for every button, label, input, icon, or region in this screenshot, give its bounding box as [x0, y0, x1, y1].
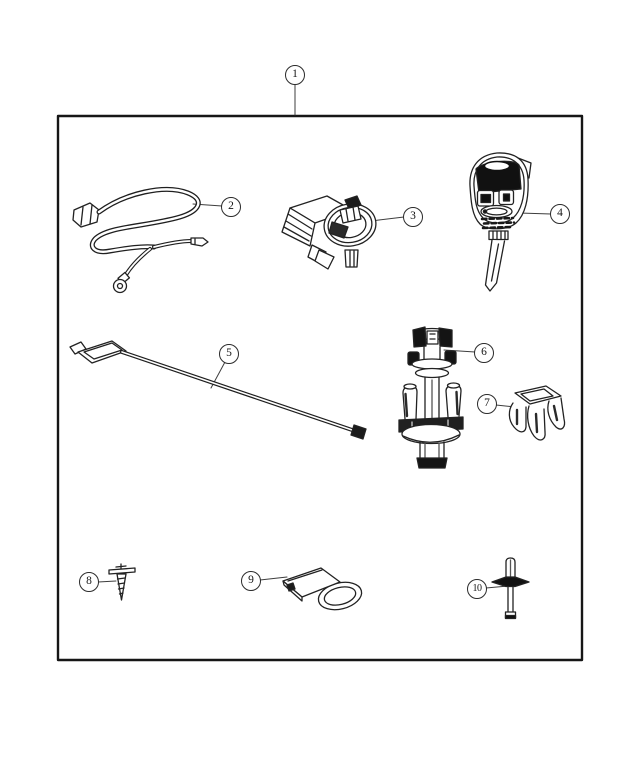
wiring-harness-drawing [72, 187, 209, 294]
kit-outline-box [56, 114, 584, 662]
callout-3-number: 3 [410, 210, 416, 223]
leader-line-9 [259, 576, 288, 581]
callout-5-number: 5 [226, 347, 232, 360]
callout-4-number: 4 [557, 207, 563, 220]
leader-line-8 [97, 580, 117, 583]
remote-key-drawing [469, 152, 532, 292]
callout-9: 9 [241, 571, 261, 591]
callout-2-number: 2 [228, 200, 234, 213]
leader-line-4 [518, 212, 552, 215]
callout-1-number: 1 [292, 68, 298, 81]
callout-7-number: 7 [484, 397, 490, 410]
label-with-ring-drawing [282, 567, 363, 611]
callout-3: 3 [403, 207, 423, 227]
antenna-rod-drawing [69, 340, 367, 440]
callout-6-number: 6 [481, 346, 487, 359]
screw-drawing [108, 563, 136, 601]
callout-6: 6 [474, 343, 494, 363]
callout-8-number: 8 [86, 575, 92, 588]
clip-switch-drawing [508, 385, 566, 441]
module-with-antenna-ring-drawing [281, 195, 377, 270]
callout-10: 10 [467, 579, 487, 599]
callout-1: 1 [285, 65, 305, 85]
callout-4: 4 [550, 204, 570, 224]
leader-line-6 [443, 349, 476, 353]
callout-7: 7 [477, 394, 497, 414]
callout-10-number: 10 [472, 583, 483, 594]
rivet-drawing [491, 557, 530, 620]
callout-5: 5 [219, 344, 239, 364]
callout-8: 8 [79, 572, 99, 592]
callout-2: 2 [221, 197, 241, 217]
ignition-lock-cylinder-drawing [398, 326, 464, 469]
leader-line-3 [370, 216, 405, 222]
callout-9-number: 9 [248, 574, 254, 587]
